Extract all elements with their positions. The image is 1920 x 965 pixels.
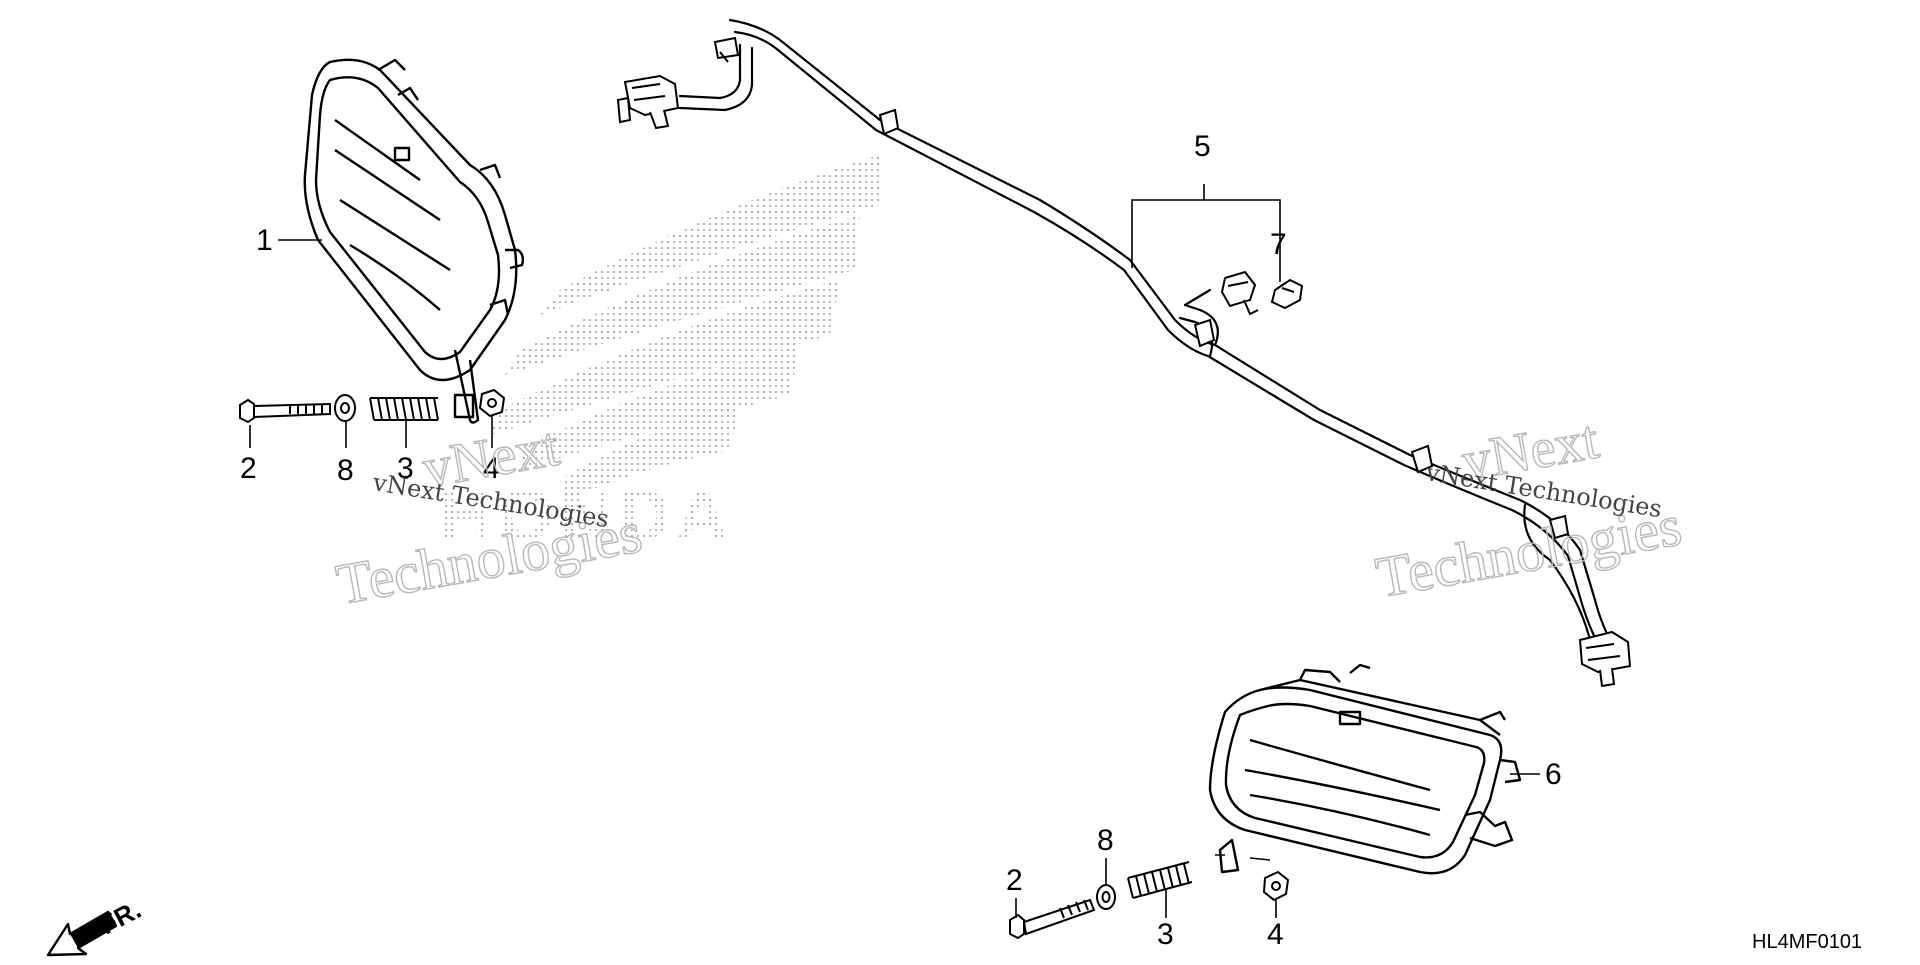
leader-lines [249, 184, 1540, 918]
spring-left [369, 397, 439, 421]
clip-part-7 [1270, 278, 1304, 310]
wire-harness [678, 18, 1612, 646]
headlight-right [1208, 663, 1522, 875]
callout-4-left: 4 [483, 452, 500, 485]
harness-connectors [616, 36, 1632, 688]
bolt-left [239, 398, 331, 424]
callout-4-right: 4 [1267, 918, 1284, 951]
brand-mark-text: HONDA [440, 476, 734, 556]
clip-upper [878, 108, 900, 136]
nut-left [478, 388, 506, 418]
callout-2-right: 2 [1006, 864, 1023, 897]
clip-right [1548, 514, 1570, 540]
connector-top-left [616, 74, 680, 130]
callout-5: 5 [1194, 130, 1211, 163]
nut-right [1262, 870, 1290, 902]
diagram-code: HL4MF0101 [1752, 931, 1862, 953]
callout-1: 1 [256, 224, 273, 257]
washer-left [334, 394, 356, 422]
callout-8-left: 8 [337, 454, 354, 487]
callout-3-right: 3 [1157, 918, 1174, 951]
callout-2-left: 2 [240, 452, 257, 485]
clip-mid [1193, 318, 1216, 348]
clip-lower [1410, 444, 1434, 474]
callout-6: 6 [1545, 758, 1562, 791]
spring-right [1127, 861, 1193, 899]
connector-bottom-right [1578, 630, 1632, 688]
right-mounting-hardware [1009, 861, 1290, 940]
brand-wing-watermark [490, 155, 880, 500]
headlight-left [303, 58, 525, 424]
washer-right [1096, 884, 1116, 910]
callout-7: 7 [1270, 228, 1287, 261]
front-direction-arrow: FR. [46, 894, 146, 957]
callout-8-right: 8 [1097, 824, 1114, 857]
connector-middle [1220, 270, 1259, 316]
left-mounting-hardware [239, 388, 506, 424]
connector-top [713, 36, 740, 63]
callout-3-left: 3 [397, 452, 414, 485]
bolt-right [1009, 898, 1096, 940]
